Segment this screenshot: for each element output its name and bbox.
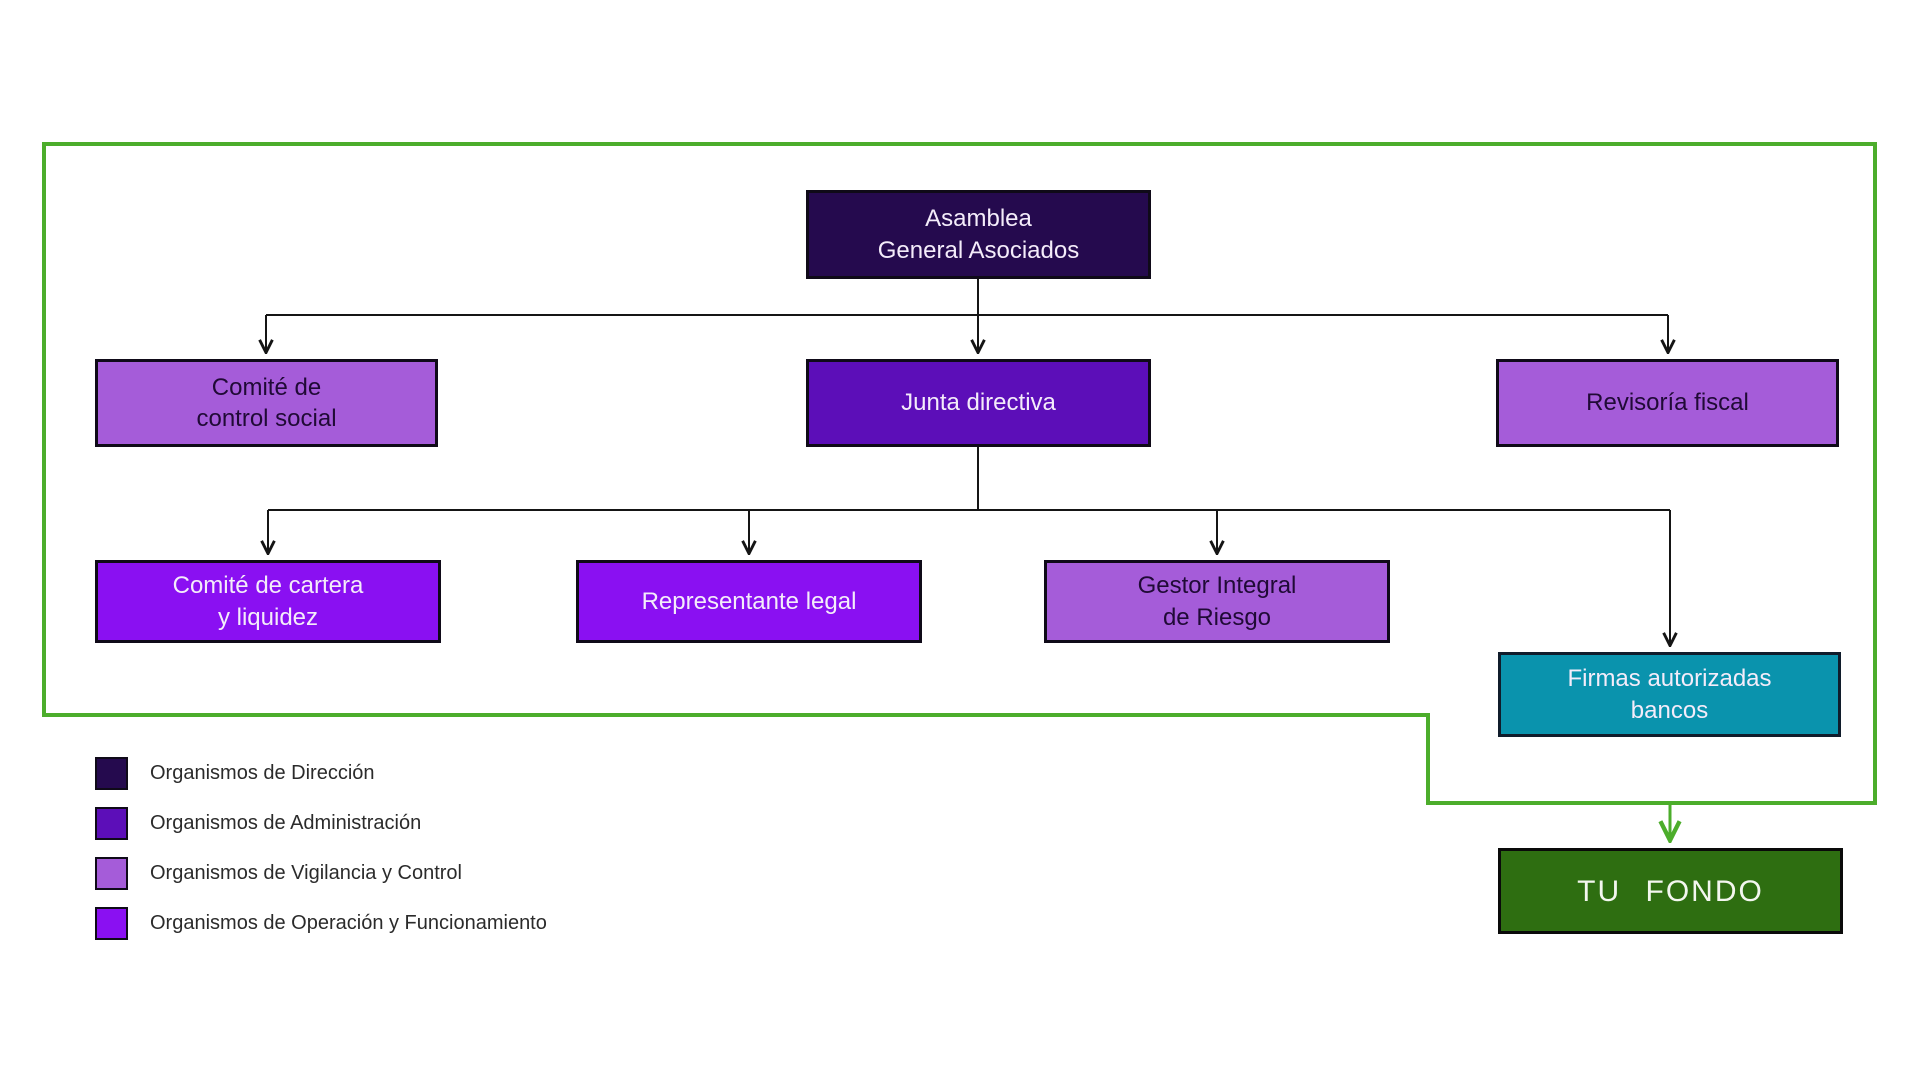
node-label: Revisoría fiscal xyxy=(1586,389,1749,417)
node-label: Comité de cartera y liquidez xyxy=(172,572,364,631)
green-border-outline xyxy=(42,142,1877,805)
legend-label: Organismos de Dirección xyxy=(150,762,375,784)
node-label: Asamblea General Asociados xyxy=(877,205,1080,264)
legend-label: Organismos de Vigilancia y Control xyxy=(150,862,463,884)
node-asamblea-general-asociados: Asamblea General Asociados xyxy=(806,190,1151,279)
node-firmas-autorizadas-bancos: Firmas autorizadas bancos xyxy=(1498,652,1841,737)
node-junta-directiva: Junta directiva xyxy=(806,359,1151,447)
legend-item-direccion: Organismos de Dirección xyxy=(95,757,547,790)
node-label: Comité de control social xyxy=(196,373,337,432)
node-revisoria-fiscal: Revisoría fiscal xyxy=(1496,359,1839,447)
node-comite-control-social: Comité de control social xyxy=(95,359,438,447)
node-label: Gestor Integral de Riesgo xyxy=(1137,572,1297,631)
legend-swatch-direccion xyxy=(95,757,128,790)
node-label: Junta directiva xyxy=(901,389,1056,417)
edge-junta-row3 xyxy=(268,447,1670,511)
legend-item-vigilancia: Organismos de Vigilancia y Control xyxy=(95,857,547,890)
legend: Organismos de Dirección Organismos de Ad… xyxy=(95,757,547,940)
node-comite-cartera-liquidez: Comité de cartera y liquidez xyxy=(95,560,441,643)
legend-swatch-operacion xyxy=(95,907,128,940)
legend-swatch-vigilancia xyxy=(95,857,128,890)
node-label: Representante legal xyxy=(641,587,857,615)
node-tu-fondo: TU FONDO xyxy=(1498,848,1843,934)
node-label: Firmas autorizadas bancos xyxy=(1567,665,1772,724)
node-representante-legal: Representante legal xyxy=(576,560,922,643)
edge-asamblea-row2 xyxy=(266,279,1668,316)
legend-label: Organismos de Operación y Funcionamiento xyxy=(150,912,547,934)
legend-item-administracion: Organismos de Administración xyxy=(95,807,547,840)
legend-swatch-administracion xyxy=(95,807,128,840)
node-gestor-integral-riesgo: Gestor Integral de Riesgo xyxy=(1044,560,1390,643)
legend-item-operacion: Organismos de Operación y Funcionamiento xyxy=(95,907,547,940)
legend-label: Organismos de Administración xyxy=(150,812,422,834)
node-label: TU FONDO xyxy=(1577,874,1764,908)
